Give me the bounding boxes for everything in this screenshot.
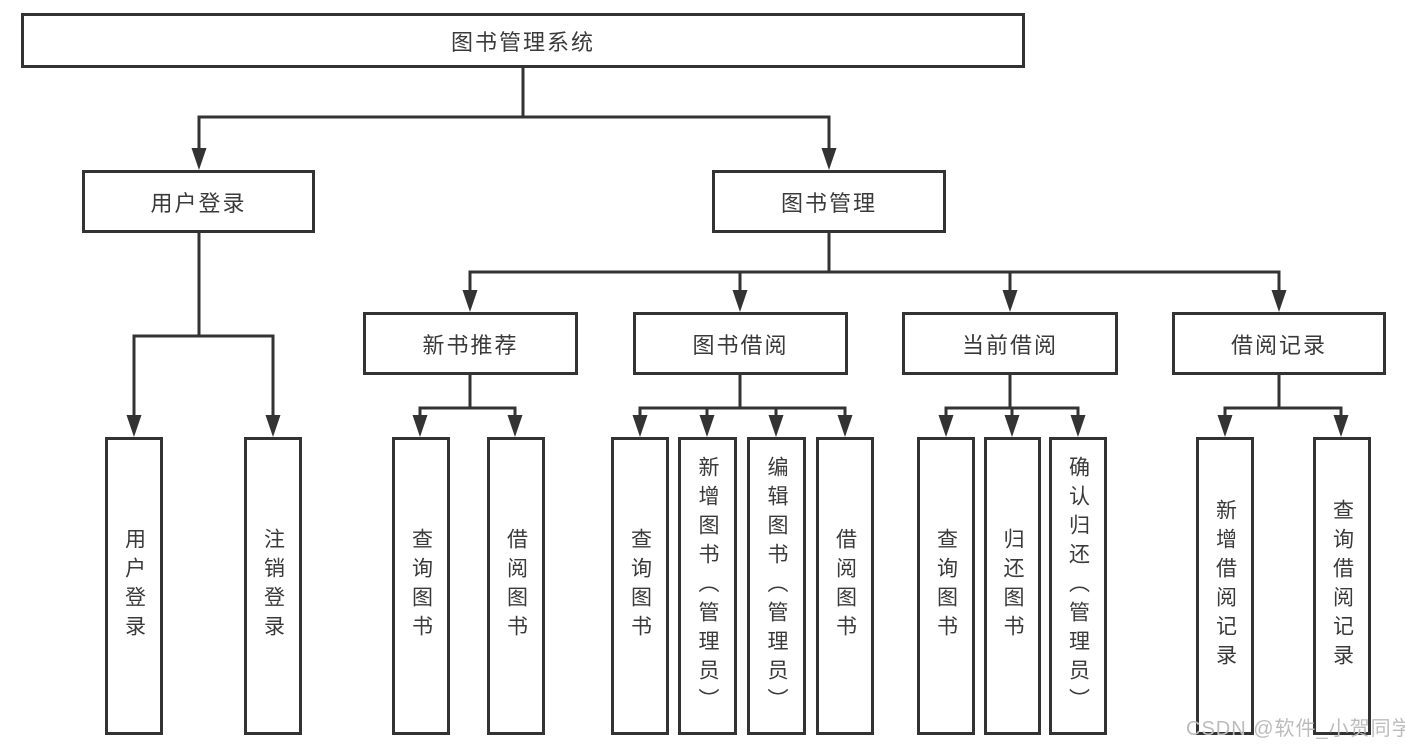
node-user-login-group: 用户登录	[82, 170, 315, 233]
leaf-query-borrow-record: 查询借阅记录	[1313, 437, 1371, 735]
leaf-query-books-current: 查询图书	[917, 437, 975, 735]
leaf-logout: 注销登录	[244, 437, 302, 735]
leaf-add-borrow-record: 新增借阅记录	[1196, 437, 1254, 735]
leaf-user-login: 用户登录	[105, 437, 163, 735]
arrowhead-down-icon	[1217, 415, 1233, 437]
arrowhead-down-icon	[1333, 415, 1349, 437]
leaf-query-books-borrowing-label: 查询图书	[628, 528, 652, 644]
arrowhead-down-icon	[507, 415, 523, 437]
leaf-query-books-current-label: 查询图书	[934, 528, 958, 644]
leaf-confirm-return-admin: 确认归还（管理员）	[1049, 437, 1107, 735]
leaf-query-borrow-record-label: 查询借阅记录	[1330, 499, 1354, 673]
arrowhead-down-icon	[462, 290, 478, 312]
arrowhead-down-icon	[1002, 290, 1018, 312]
leaf-user-login-label: 用户登录	[122, 528, 146, 644]
arrowhead-down-icon	[821, 148, 837, 170]
node-book-borrowing: 图书借阅	[633, 312, 848, 375]
leaf-borrow-books-recommend-label: 借阅图书	[504, 528, 528, 644]
leaf-return-book: 归还图书	[984, 437, 1041, 735]
leaf-borrow-books-recommend: 借阅图书	[487, 437, 545, 735]
node-current-borrowing: 当前借阅	[902, 312, 1118, 375]
node-book-management: 图书管理	[712, 170, 946, 233]
arrowhead-down-icon	[699, 415, 715, 437]
node-new-book-recommend: 新书推荐	[363, 312, 578, 375]
leaf-edit-book-admin: 编辑图书（管理员）	[747, 437, 806, 735]
leaf-borrow-books-borrowing: 借阅图书	[816, 437, 874, 735]
arrowhead-down-icon	[1004, 415, 1020, 437]
arrowhead-down-icon	[126, 415, 142, 437]
leaf-add-book-admin-label: 新增图书（管理员）	[696, 455, 719, 717]
node-borrowing-records: 借阅记录	[1172, 312, 1386, 375]
leaf-add-book-admin: 新增图书（管理员）	[678, 437, 737, 735]
arrowhead-down-icon	[938, 415, 954, 437]
arrowhead-down-icon	[732, 290, 748, 312]
leaf-confirm-return-admin-label: 确认归还（管理员）	[1066, 455, 1090, 717]
arrowhead-down-icon	[265, 415, 281, 437]
leaf-query-books-recommend-label: 查询图书	[409, 528, 433, 644]
arrowhead-down-icon	[632, 415, 648, 437]
leaf-add-borrow-record-label: 新增借阅记录	[1213, 499, 1237, 673]
leaf-return-book-label: 归还图书	[1001, 528, 1024, 644]
node-library-management-system: 图书管理系统	[21, 13, 1025, 68]
arrowhead-down-icon	[191, 148, 207, 170]
arrowhead-down-icon	[1070, 415, 1086, 437]
leaf-logout-label: 注销登录	[261, 528, 285, 644]
arrowhead-down-icon	[768, 415, 784, 437]
arrowhead-down-icon	[412, 415, 428, 437]
leaf-query-books-recommend: 查询图书	[392, 437, 450, 735]
csdn-watermark: CSDN @软件_小贺同学	[1186, 718, 1405, 740]
leaf-edit-book-admin-label: 编辑图书（管理员）	[765, 455, 788, 717]
leaf-borrow-books-borrowing-label: 借阅图书	[833, 528, 857, 644]
arrowhead-down-icon	[1271, 290, 1287, 312]
leaf-query-books-borrowing: 查询图书	[611, 437, 669, 735]
arrowhead-down-icon	[837, 415, 853, 437]
